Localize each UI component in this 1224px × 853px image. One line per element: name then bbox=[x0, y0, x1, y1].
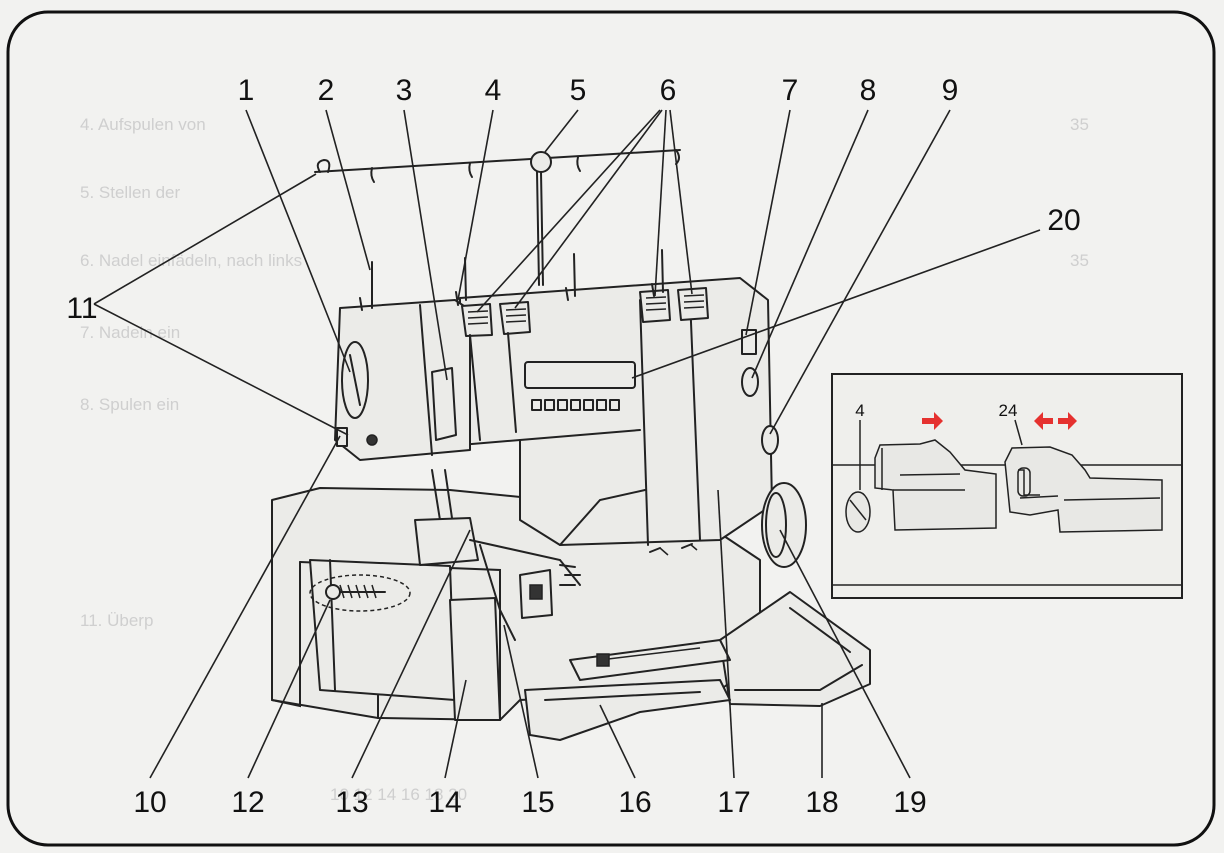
knife-block-left bbox=[874, 439, 997, 531]
tension-dials bbox=[461, 287, 709, 337]
callout-8: 8 bbox=[860, 74, 877, 107]
arrow-right-icon-2 bbox=[1058, 412, 1077, 430]
callout-3: 3 bbox=[396, 74, 413, 107]
inset-detail: 4 24 bbox=[831, 373, 1183, 599]
callout-19: 19 bbox=[893, 786, 926, 819]
bleed-row-4: 7. Nadeln ein bbox=[80, 323, 180, 342]
callout-9: 9 bbox=[942, 74, 959, 107]
bleed-row-6: 11. Überp bbox=[80, 611, 153, 630]
leader-lines bbox=[93, 109, 1041, 779]
knife-block-right bbox=[1004, 446, 1163, 533]
bleed-row-2: 5. Stellen der bbox=[80, 183, 181, 202]
arrow-right-icon bbox=[922, 412, 943, 430]
bleed-page-2: 35 bbox=[1070, 251, 1089, 270]
bleed-through-text: 4. Aufspulen von 5. Stellen der 6. Nadel… bbox=[80, 115, 1089, 804]
callout-17: 17 bbox=[717, 786, 750, 819]
callout-1: 1 bbox=[238, 74, 255, 107]
needle-area bbox=[414, 469, 698, 641]
bleed-row-1: 4. Aufspulen von bbox=[80, 115, 206, 134]
callout-2: 2 bbox=[318, 74, 335, 107]
presser-foot bbox=[414, 517, 479, 566]
bleed-row-5: 8. Spulen ein bbox=[80, 395, 179, 414]
display-window bbox=[524, 361, 636, 389]
knife-knob bbox=[845, 491, 871, 533]
presser-foot-bar bbox=[569, 639, 731, 681]
thread-stand bbox=[314, 149, 681, 286]
serger-machine bbox=[271, 149, 871, 741]
callout-4: 4 bbox=[485, 74, 502, 107]
callout-18: 18 bbox=[805, 786, 838, 819]
callout-6: 6 bbox=[660, 74, 677, 107]
callout-5: 5 bbox=[570, 74, 587, 107]
callout-20: 20 bbox=[1047, 204, 1080, 237]
callout-12: 12 bbox=[231, 786, 264, 819]
control-buttons bbox=[531, 399, 620, 411]
inset-label-24: 24 bbox=[999, 401, 1018, 420]
callout-10: 10 bbox=[133, 786, 166, 819]
front-cover-panel bbox=[449, 597, 501, 721]
callout-14: 14 bbox=[428, 786, 461, 819]
inset-label-4: 4 bbox=[855, 401, 864, 420]
callout-16: 16 bbox=[618, 786, 651, 819]
extension-table bbox=[524, 679, 731, 741]
bleed-bottom-row: 10 12 14 16 18 20 bbox=[330, 785, 467, 804]
callout-7: 7 bbox=[782, 74, 799, 107]
bleed-row-3: 6. Nadel einfädeln, nach links bbox=[80, 251, 302, 270]
page-frame bbox=[6, 10, 1216, 847]
thread-guide-block bbox=[431, 367, 457, 441]
callout-15: 15 bbox=[521, 786, 554, 819]
bleed-page-1: 35 bbox=[1070, 115, 1089, 134]
callout-13: 13 bbox=[335, 786, 368, 819]
callout-11: 11 bbox=[66, 292, 97, 325]
arrow-left-icon bbox=[1034, 412, 1053, 430]
thread-guide-center bbox=[530, 151, 552, 173]
machine-upper-body bbox=[459, 277, 773, 546]
callout-numbers: 1 2 3 4 5 6 7 8 9 11 20 10 12 13 14 15 1… bbox=[66, 74, 1080, 819]
knob-8 bbox=[741, 367, 759, 397]
knob-9 bbox=[761, 425, 779, 455]
handwheel bbox=[761, 482, 807, 568]
